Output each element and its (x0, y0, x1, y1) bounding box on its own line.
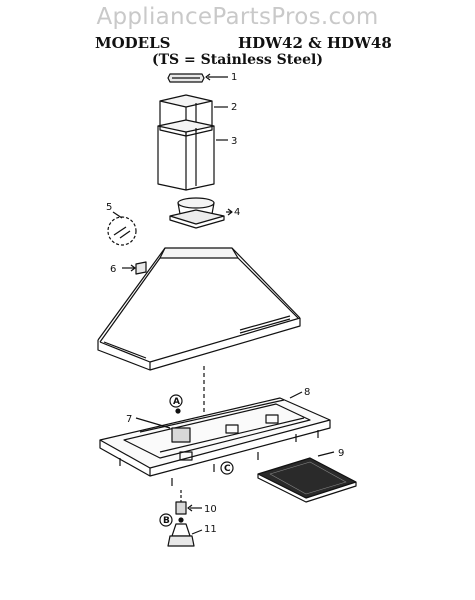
watermark: AppliancePartsPros.com (96, 4, 379, 30)
reference-b-circle (159, 513, 173, 527)
part-5-screws (107, 216, 137, 246)
models-label: MODELS (95, 34, 171, 52)
callout-2: 2 (231, 102, 237, 113)
part-10-socket (175, 490, 187, 515)
reference-a-label: A (173, 397, 180, 407)
part-6-clip (135, 261, 147, 275)
callout-5: 5 (106, 202, 112, 213)
models-list: HDW42 & HDW48 (238, 34, 392, 52)
part-7-light-housing (171, 427, 191, 443)
callout-11: 11 (204, 524, 217, 535)
reference-c-label: C (224, 464, 231, 474)
reference-c-circle (220, 461, 234, 475)
callout-10: 10 (204, 504, 217, 515)
part-9-filter (257, 457, 357, 503)
callout-9: 9 (338, 448, 344, 459)
reference-a-circle (169, 394, 183, 408)
part-4-transition-collar (169, 197, 225, 229)
reference-b-label: B (163, 516, 170, 526)
callout-7: 7 (126, 414, 132, 425)
callout-4: 4 (234, 207, 240, 218)
callout-6: 6 (110, 264, 116, 275)
part-11-bulb (167, 517, 195, 547)
callout-8: 8 (304, 387, 310, 398)
part-3-lower-chimney (157, 119, 215, 191)
callout-1: 1 (231, 72, 237, 83)
hood-canopy (97, 247, 301, 371)
part-8-bottom-panel (99, 397, 331, 486)
callout-3: 3 (231, 136, 237, 147)
part-1-bracket (167, 73, 205, 83)
stainless-note: (TS = Stainless Steel) (152, 52, 323, 68)
